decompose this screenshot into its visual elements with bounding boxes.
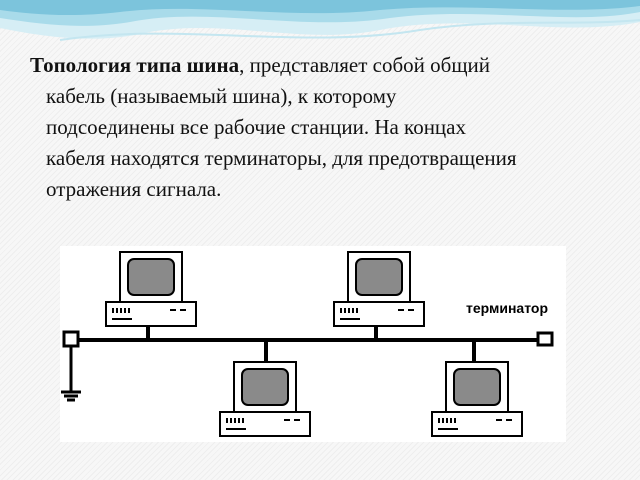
description-line-1-rest: , представляет собой общий bbox=[239, 53, 491, 77]
description-line-1: Топология типа шина, представляет собой … bbox=[30, 50, 620, 81]
workstation-4-icon bbox=[431, 361, 523, 437]
decorative-wave-header bbox=[0, 0, 640, 41]
ground-icon bbox=[61, 346, 81, 402]
terminator-left-icon bbox=[62, 330, 80, 348]
topology-term: Топология типа шина bbox=[30, 53, 240, 77]
workstation-1-icon bbox=[105, 251, 197, 327]
description-line-3: подсоединены все рабочие станции. На кон… bbox=[46, 115, 466, 139]
description-line-4: кабеля находятся терминаторы, для предот… bbox=[46, 146, 517, 170]
bus-topology-diagram: терминатор bbox=[60, 246, 566, 442]
workstation-3-icon bbox=[219, 361, 311, 437]
description-line-5: отражения сигнала. bbox=[46, 177, 222, 201]
bus-topology-drawing bbox=[61, 251, 554, 437]
workstation-2-icon bbox=[333, 251, 425, 327]
terminator-label: терминатор bbox=[466, 300, 548, 316]
description-line-2: кабель (называемый шина), к которому bbox=[46, 84, 397, 108]
topology-description: Топология типа шина, представляет собой … bbox=[30, 50, 620, 205]
terminator-right-icon bbox=[536, 331, 554, 347]
